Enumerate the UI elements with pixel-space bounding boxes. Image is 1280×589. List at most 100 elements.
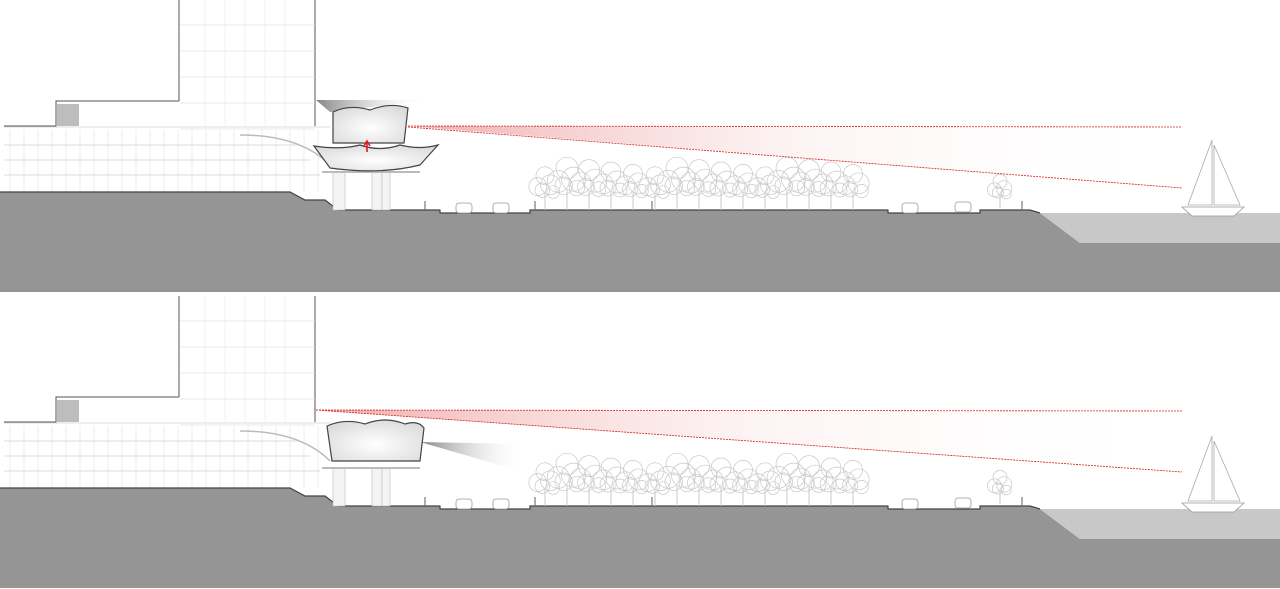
tree-canopy bbox=[754, 182, 770, 198]
water bbox=[1040, 509, 1280, 539]
tree-canopy bbox=[687, 474, 705, 492]
tree-canopy bbox=[832, 478, 848, 494]
tree-canopy bbox=[843, 460, 863, 480]
tree-canopy bbox=[600, 457, 622, 479]
tree-icon bbox=[835, 460, 870, 506]
tree-canopy bbox=[702, 173, 724, 195]
tree-canopy bbox=[693, 464, 718, 489]
tree-canopy bbox=[760, 470, 781, 492]
pillar bbox=[371, 467, 383, 507]
tree-canopy bbox=[623, 164, 643, 184]
car-icon bbox=[901, 202, 919, 214]
tree-canopy bbox=[590, 181, 607, 197]
pillar bbox=[332, 467, 346, 507]
sail bbox=[1187, 435, 1213, 502]
tree-canopy bbox=[842, 477, 859, 494]
tree-canopy bbox=[534, 478, 550, 494]
sightline-horizontal bbox=[315, 409, 1183, 412]
tree-icon bbox=[569, 455, 608, 506]
tree-canopy bbox=[996, 476, 1013, 493]
tree-canopy bbox=[665, 156, 689, 180]
car-icon bbox=[954, 201, 972, 213]
tree-icon bbox=[748, 166, 781, 210]
tree-canopy bbox=[774, 472, 793, 491]
tree-canopy bbox=[781, 166, 807, 192]
tree-canopy bbox=[540, 470, 561, 492]
tree-canopy bbox=[722, 182, 738, 198]
tree-canopy bbox=[554, 472, 573, 491]
tree-canopy bbox=[810, 181, 827, 197]
hull bbox=[1180, 502, 1246, 513]
tree-canopy bbox=[832, 182, 848, 198]
tree-canopy bbox=[535, 166, 555, 186]
pavilion-base-pod bbox=[312, 143, 440, 172]
pillar bbox=[332, 171, 346, 211]
tree-canopy bbox=[645, 462, 665, 482]
tree-canopy bbox=[568, 179, 585, 197]
tree-canopy bbox=[991, 186, 1004, 199]
pavilion-upper-pod bbox=[332, 104, 409, 144]
tree-canopy bbox=[1001, 188, 1012, 200]
tree-canopy bbox=[671, 166, 697, 192]
sailboat-icon bbox=[1180, 435, 1246, 513]
tree-canopy bbox=[592, 469, 614, 491]
tree-canopy bbox=[534, 182, 550, 198]
tree-canopy bbox=[996, 180, 1013, 197]
tree-icon bbox=[656, 156, 697, 210]
view-cone-gray bbox=[420, 442, 525, 471]
sightline-down bbox=[407, 126, 1183, 189]
tree-canopy bbox=[766, 466, 790, 489]
podium-entrance bbox=[57, 400, 79, 422]
tree-canopy bbox=[555, 156, 579, 180]
ground-section bbox=[0, 488, 1280, 588]
tree-canopy bbox=[847, 172, 870, 195]
tree-canopy bbox=[590, 477, 607, 493]
tree-canopy bbox=[561, 166, 587, 192]
tree-canopy bbox=[528, 473, 548, 492]
pillar bbox=[381, 467, 391, 507]
tree-canopy bbox=[546, 466, 570, 489]
tree-canopy bbox=[578, 159, 600, 181]
tree-canopy bbox=[810, 477, 827, 493]
tree-canopy bbox=[577, 178, 595, 196]
podium-outline bbox=[4, 396, 180, 423]
tree-canopy bbox=[622, 477, 639, 494]
tree-icon bbox=[569, 159, 608, 210]
tree-canopy bbox=[812, 469, 834, 491]
car-icon bbox=[455, 498, 473, 510]
tree-icon bbox=[638, 462, 671, 506]
tree-canopy bbox=[592, 173, 614, 195]
sightline-horizontal bbox=[407, 125, 1183, 128]
tree-canopy bbox=[722, 478, 738, 494]
tree-canopy bbox=[612, 182, 628, 198]
tree-canopy bbox=[702, 469, 724, 491]
tree-canopy bbox=[577, 474, 595, 492]
tree-canopy bbox=[583, 464, 608, 489]
tree-canopy bbox=[843, 164, 863, 184]
car-icon bbox=[954, 497, 972, 509]
tree-icon bbox=[656, 452, 697, 506]
tree-canopy bbox=[992, 470, 1008, 485]
tree-canopy bbox=[755, 166, 775, 186]
podium-outline bbox=[4, 100, 180, 127]
tree-icon bbox=[835, 164, 870, 210]
tree-canopy bbox=[700, 477, 717, 493]
sail bbox=[1213, 144, 1241, 206]
car-icon bbox=[455, 202, 473, 214]
tree-icon bbox=[766, 156, 807, 210]
tower-body bbox=[179, 294, 315, 422]
tree-canopy bbox=[732, 477, 749, 494]
ground-line bbox=[0, 487, 1041, 510]
tree-canopy bbox=[797, 178, 815, 196]
tree-canopy bbox=[600, 161, 622, 183]
tree-canopy bbox=[671, 462, 697, 488]
tree-canopy bbox=[797, 474, 815, 492]
tree-canopy bbox=[733, 460, 753, 480]
tree-icon bbox=[812, 457, 849, 506]
tree-canopy bbox=[755, 462, 775, 482]
tree-canopy bbox=[781, 462, 807, 488]
tree-canopy bbox=[820, 457, 842, 479]
tree-canopy bbox=[788, 475, 805, 493]
tree-icon bbox=[987, 174, 1013, 208]
tree-canopy bbox=[775, 156, 799, 180]
